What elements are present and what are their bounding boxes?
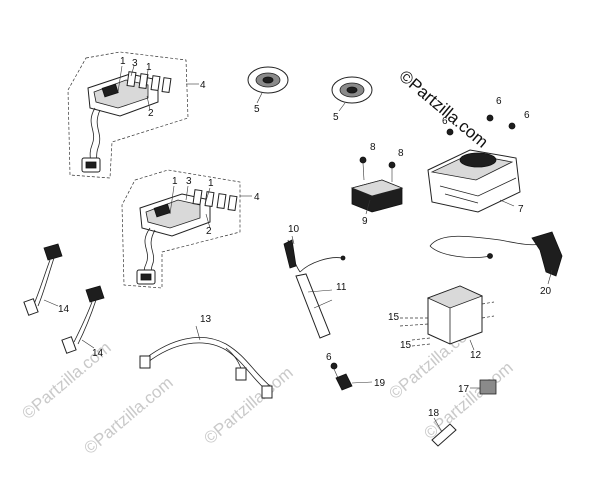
callout-label: 14: [58, 304, 70, 315]
watermark-main: ©Partzilla.com: [395, 67, 491, 152]
callout-label: 4: [254, 192, 260, 203]
callout-label: 11: [336, 282, 347, 293]
control-unit-assembly-upper: [67, 51, 199, 179]
callout-label: 8: [370, 142, 376, 153]
horn-left: [247, 66, 289, 104]
callout-label: 17: [458, 384, 470, 395]
callout-label: 2: [148, 108, 154, 119]
socket-left-lower: [61, 285, 105, 354]
callout-label: 14: [92, 348, 104, 359]
battery-box: [427, 114, 521, 213]
socket-left-upper: [23, 243, 63, 316]
watermark-faint: ©Partzilla.com: [200, 363, 296, 448]
callout-label: 6: [442, 116, 448, 127]
fuse: [470, 379, 497, 395]
wire-harness: [139, 325, 273, 399]
callout-label: 10: [288, 224, 300, 235]
callout-label: 6: [524, 110, 530, 121]
callout-label: 1: [208, 178, 214, 189]
callout-label: 6: [496, 96, 502, 107]
callout-label: 1: [172, 176, 178, 187]
relay-box: [399, 285, 495, 351]
wire-lead: [283, 235, 346, 339]
callout-label: 13: [200, 314, 212, 325]
callout-label: 15: [388, 312, 400, 323]
watermark-faint: ©Partzilla.com: [80, 373, 176, 458]
callout-label: 5: [333, 112, 339, 123]
callout-label: 6: [326, 352, 332, 363]
callout-label: 15: [400, 340, 412, 351]
callout-label: 3: [132, 58, 138, 69]
horn-right: [331, 76, 373, 112]
callout-label: 4: [200, 80, 206, 91]
callout-label: 18: [428, 408, 440, 419]
callout-label: 1: [146, 62, 152, 73]
callout-label: 2: [206, 226, 212, 237]
callout-label: 12: [470, 350, 482, 361]
callout-labels: 1 3 1 2 4 1 3 1 2 4 5 5 6 6 6 6 7 8 8 9 …: [58, 56, 552, 419]
callout-label: 3: [186, 176, 192, 187]
regulator-module: [350, 156, 404, 215]
callout-label: 1: [120, 56, 126, 67]
callout-label: 8: [398, 148, 404, 159]
clip-assembly: [330, 362, 373, 391]
callout-label: 19: [374, 378, 386, 389]
control-unit-assembly-lower: [121, 169, 252, 289]
fuse-holder: [431, 417, 457, 447]
callout-label: 20: [540, 286, 552, 297]
callout-label: 5: [254, 104, 260, 115]
sensor-cable: [429, 231, 563, 285]
callout-label: 7: [518, 204, 524, 215]
callout-label: 9: [362, 216, 368, 227]
